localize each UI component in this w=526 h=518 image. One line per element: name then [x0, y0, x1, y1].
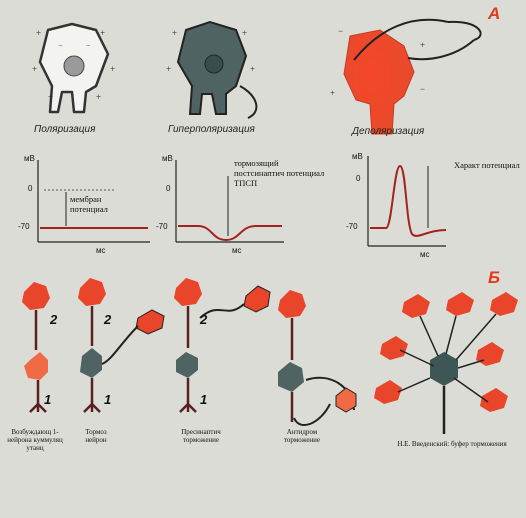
- depolarization-caption: Деполяризация: [352, 126, 424, 137]
- svg-text:+: +: [166, 64, 171, 74]
- svg-text:+: +: [96, 92, 101, 102]
- svg-text:+: +: [32, 64, 37, 74]
- svg-text:+: +: [110, 64, 115, 74]
- caption-recurrent-inhibition: Антидром торможение: [270, 428, 334, 444]
- mv-unit-label: мВ: [24, 154, 35, 163]
- svg-text:+: +: [100, 28, 105, 38]
- caption-presynaptic-inhibition: Пресинаптич торможение: [164, 428, 238, 444]
- zero-tick: 0: [356, 174, 360, 183]
- svg-text:+: +: [330, 88, 335, 98]
- inhibitory-neuron-diagram: [78, 278, 164, 412]
- neuron-number: 2: [104, 312, 111, 327]
- neuron-number: 1: [104, 392, 111, 407]
- ms-unit-label: мс: [232, 246, 242, 255]
- neuron-number: 2: [200, 312, 207, 327]
- depolarized-neuron: − + − +: [330, 20, 481, 134]
- wedensky-inhibition-diagram: [374, 292, 518, 434]
- svg-text:+: +: [36, 28, 41, 38]
- mv-unit-label: мВ: [162, 154, 173, 163]
- svg-text:−: −: [338, 26, 343, 36]
- zero-tick: 0: [166, 184, 170, 193]
- recurrent-inhibition-diagram: [278, 290, 356, 425]
- resting-neuron: + + + + + + − −: [32, 24, 115, 112]
- svg-text:+: +: [242, 28, 247, 38]
- svg-text:−: −: [58, 41, 63, 50]
- neuron-number: 2: [50, 312, 57, 327]
- panel-a-label: А: [488, 4, 500, 24]
- mv-unit-label: мВ: [352, 152, 363, 161]
- hyperpolarization-caption: Гиперполяризация: [168, 124, 255, 135]
- ms-unit-label: мс: [96, 246, 106, 255]
- hyperpolarized-neuron: + + + +: [166, 22, 256, 118]
- minus70-tick: -70: [18, 222, 30, 231]
- ipsp-label: тормозящий постсинаптич потенциал ТПСП: [234, 158, 326, 188]
- caption-inhibitory-neuron: Тормоз нейрон: [74, 428, 118, 444]
- caption-wedensky-inhibition: Н.Е. Введенский: буфер торможения: [384, 440, 520, 448]
- neuron-number: 1: [200, 392, 207, 407]
- minus70-tick: -70: [156, 222, 168, 231]
- zero-tick: 0: [28, 184, 32, 193]
- minus70-tick: -70: [346, 222, 358, 231]
- action-potential-label: Характ потенциал: [454, 160, 520, 170]
- svg-text:+: +: [250, 64, 255, 74]
- polarization-caption: Поляризация: [34, 124, 95, 135]
- neuron-number: 1: [44, 392, 51, 407]
- svg-text:+: +: [172, 28, 177, 38]
- resting-potential-label: мембран потенциал: [70, 194, 134, 214]
- svg-text:+: +: [420, 40, 425, 50]
- presynaptic-inhibition-diagram: [174, 278, 270, 412]
- action-potential-graph: [368, 156, 446, 246]
- svg-text:−: −: [86, 41, 91, 50]
- svg-text:+: +: [48, 92, 53, 102]
- panel-b-label: Б: [488, 268, 500, 288]
- ms-unit-label: мс: [420, 250, 430, 259]
- caption-excitation-summation: Возбуждающ 1-нейрона куммуляц утанц: [4, 428, 66, 452]
- svg-text:−: −: [420, 84, 425, 94]
